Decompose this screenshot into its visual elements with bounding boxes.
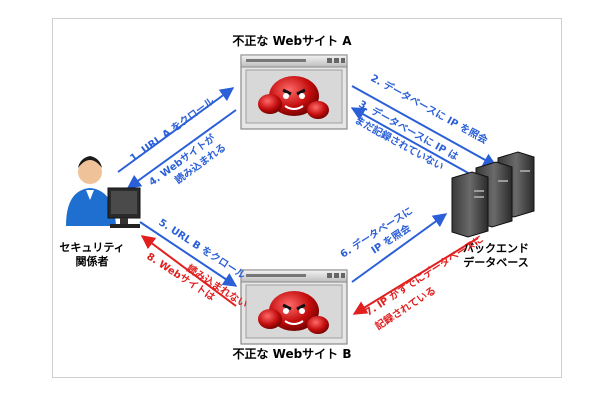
site-b-window (240, 269, 348, 345)
security-person-icon (66, 156, 141, 228)
user-label-line1: セキュリティ (59, 241, 124, 254)
arrow-7-recorded (352, 237, 479, 315)
step-1-label: 1. URL A をクロール (128, 95, 217, 164)
arrow-1-crawl-a (117, 87, 235, 173)
arrow-5-crawl-b (139, 221, 238, 287)
arrow-6-query (351, 213, 448, 283)
arrow-4-loaded (126, 109, 237, 189)
arrow-2-query (351, 85, 498, 167)
malware-bug-icon (258, 291, 329, 334)
site-b-title: 不正な Webサイト B (232, 347, 351, 361)
malware-bug-icon (258, 76, 329, 119)
arrow-3-not-recorded (350, 107, 471, 175)
backend-label-line2: データベース (463, 255, 528, 269)
user-label-line2: 関係者 (76, 254, 109, 268)
site-a-title: 不正な Webサイト A (232, 34, 352, 48)
site-a-window (240, 54, 348, 130)
backend-label-line1: バックエンド (463, 242, 529, 255)
server-rack-icon (451, 151, 535, 238)
arrow-8-not-loaded (140, 235, 237, 307)
